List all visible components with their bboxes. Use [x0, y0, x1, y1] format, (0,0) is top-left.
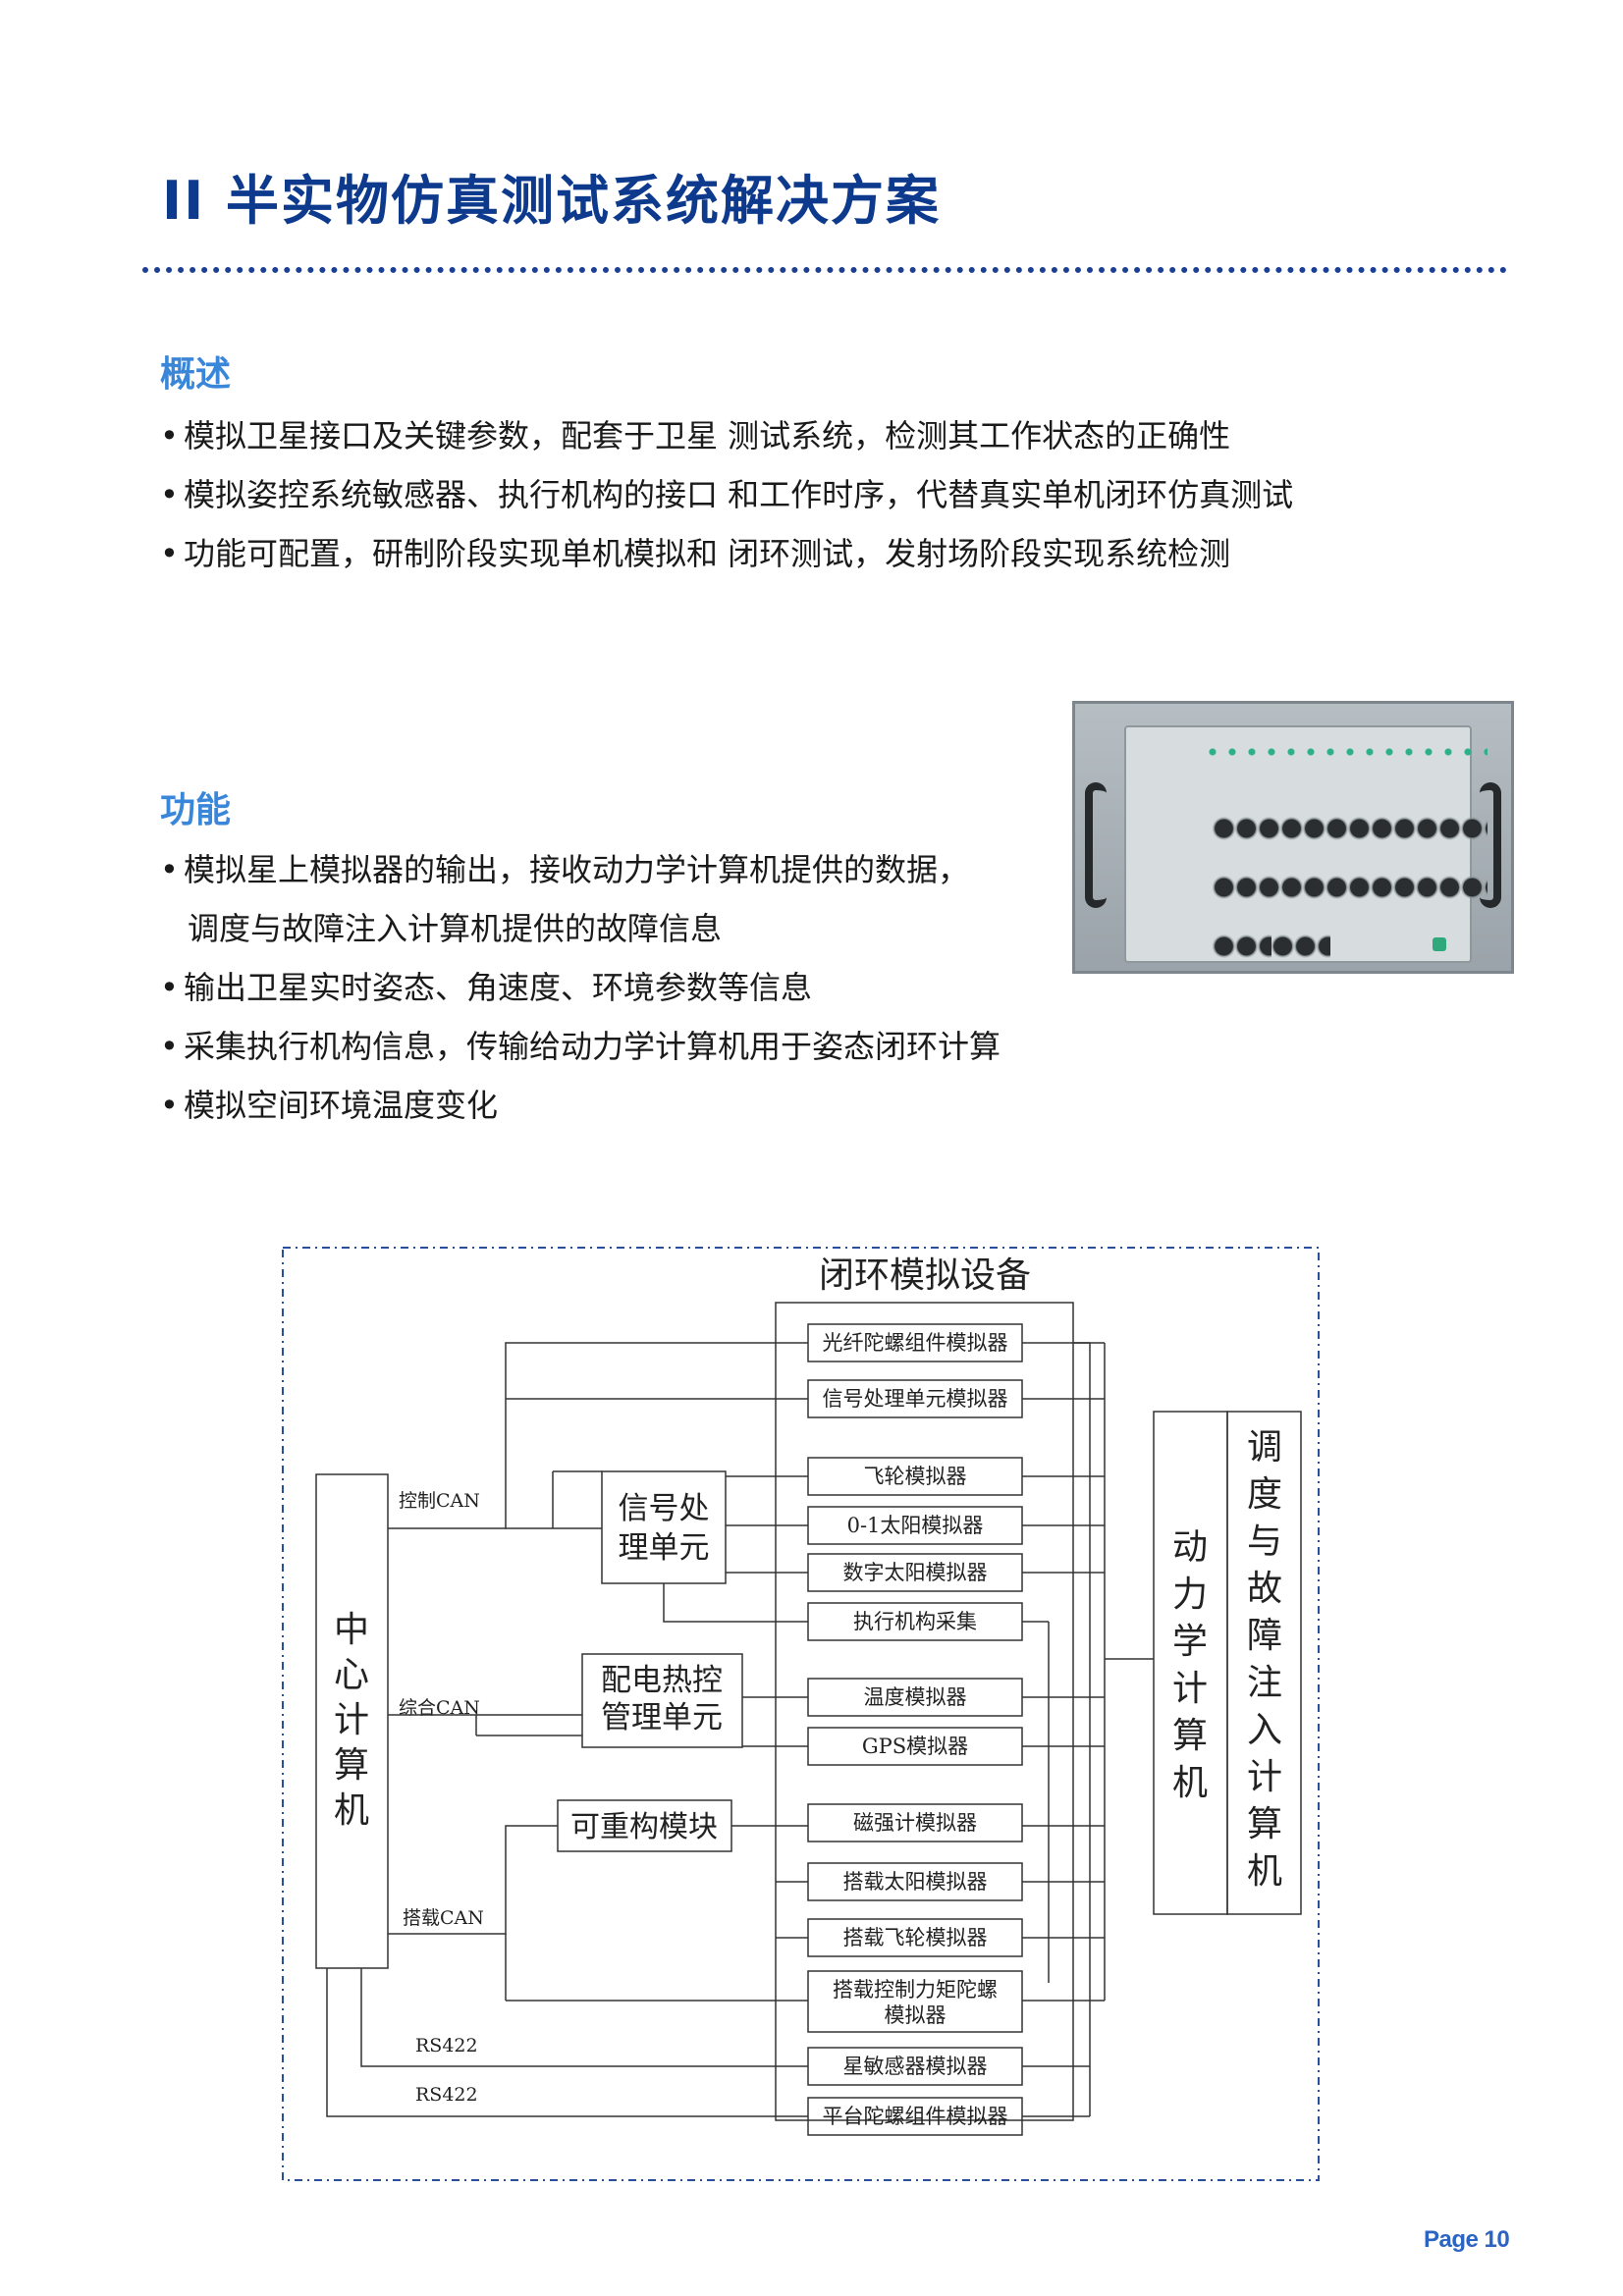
simulator-label: 数字太阳模拟器: [843, 1561, 988, 1584]
page-title: II 半实物仿真测试系统解决方案: [162, 170, 941, 232]
bus-label-control-can: 控制CAN: [399, 1490, 480, 1512]
control-panel-photo: [1072, 701, 1514, 974]
dynamics-computer-label: 算: [1172, 1716, 1208, 1756]
simulator-label: 平台陀螺组件模拟器: [823, 2105, 1008, 2128]
dynamics-computer-box: [1153, 1411, 1228, 1915]
fault-computer-label: 入: [1247, 1710, 1282, 1750]
fault-computer-label: 故: [1247, 1569, 1282, 1609]
connection-lines: [326, 1342, 1154, 2117]
center-computer-box: [315, 1473, 389, 1969]
closed-loop-group-box: [775, 1302, 1074, 2121]
list-item: •采集执行机构信息，传输给动力学计算机用于姿态闭环计算: [160, 1028, 1001, 1065]
fault-computer-label: 计: [1247, 1757, 1282, 1797]
list-item: •功能可配置，研制阶段实现单机模拟和 闭环测试，发射场阶段实现系统检测: [160, 535, 1231, 572]
dynamics-computer-label: 力: [1172, 1575, 1208, 1615]
simulator-label: 执行机构采集: [853, 1610, 977, 1633]
bus-label-payload-can: 搭载CAN: [403, 1907, 484, 1929]
center-computer-label: 心: [334, 1655, 369, 1695]
list-item: •模拟星上模拟器的输出，接收动力学计算机提供的数据，: [160, 851, 970, 888]
fault-computer-label: 注: [1247, 1663, 1282, 1703]
functions-list: •模拟星上模拟器的输出，接收动力学计算机提供的数据， 调度与故障注入计算机提供的…: [160, 840, 1001, 1135]
list-item: •输出卫星实时姿态、角速度、环境参数等信息: [160, 969, 813, 1006]
fault-injection-computer-box: [1226, 1411, 1302, 1915]
fault-computer-label: 调: [1247, 1427, 1282, 1468]
simulator-label: 磁强计模拟器: [853, 1811, 977, 1835]
page-number: Page 10: [1424, 2226, 1510, 2253]
bus-label-rs422-b: RS422: [415, 2084, 478, 2106]
list-item: •模拟卫星接口及关键参数，配套于卫星 测试系统，检测其工作状态的正确性: [160, 417, 1231, 454]
fault-computer-label: 算: [1247, 1804, 1282, 1844]
simulator-label: 温度模拟器: [864, 1685, 967, 1709]
dynamics-computer-label: 动: [1172, 1527, 1208, 1568]
power-unit-label: 配电热控: [601, 1663, 723, 1698]
simulator-label: 搭载控制力矩陀螺: [833, 1978, 998, 2002]
simulator-label: 模拟器: [885, 2003, 947, 2027]
dynamics-computer-label: 学: [1172, 1622, 1208, 1662]
fault-computer-label: 与: [1247, 1522, 1282, 1562]
reconfig-module-label: 可重构模块: [570, 1810, 718, 1844]
fault-computer-label: 机: [1247, 1851, 1282, 1892]
signal-unit-label: 信号处: [619, 1491, 710, 1526]
fault-computer-label: 障: [1247, 1616, 1282, 1656]
dynamics-computer-label: 机: [1172, 1763, 1208, 1803]
dynamics-computer-label: 计: [1172, 1669, 1208, 1709]
list-item: 调度与故障注入计算机提供的故障信息: [188, 910, 723, 947]
title-divider: [142, 267, 1507, 273]
list-item: •模拟空间环境温度变化: [160, 1087, 499, 1124]
functions-heading: 功能: [160, 790, 232, 830]
list-item: •模拟姿控系统敏感器、执行机构的接口 和工作时序，代替真实单机闭环仿真测试: [160, 476, 1294, 513]
center-computer-label: 机: [334, 1790, 369, 1831]
simulator-label: 搭载太阳模拟器: [843, 1870, 988, 1894]
bus-label-rs422-a: RS422: [415, 2035, 478, 2056]
center-computer-label: 中: [334, 1610, 369, 1650]
center-computer-label: 计: [334, 1700, 369, 1740]
simulator-label: 0-1太阳模拟器: [847, 1514, 984, 1537]
signal-processing-unit-box: [601, 1470, 727, 1584]
simulator-label: 光纤陀螺组件模拟器: [823, 1331, 1008, 1355]
simulator-label: 搭载飞轮模拟器: [843, 1926, 988, 1949]
overview-heading: 概述: [160, 354, 232, 395]
group-title: 闭环模拟设备: [819, 1255, 1031, 1296]
fault-computer-label: 度: [1247, 1474, 1282, 1515]
overview-list: •模拟卫星接口及关键参数，配套于卫星 测试系统，检测其工作状态的正确性 •模拟姿…: [160, 406, 1293, 583]
signal-unit-label: 理单元: [619, 1530, 710, 1566]
simulator-label: GPS模拟器: [862, 1735, 968, 1758]
power-thermal-unit-box: [581, 1653, 743, 1748]
simulator-label: 飞轮模拟器: [864, 1465, 967, 1488]
simulator-label: 星敏感器模拟器: [843, 2055, 988, 2078]
bus-label-integrated-can: 综合CAN: [399, 1697, 480, 1719]
simulator-label: 信号处理单元模拟器: [823, 1387, 1008, 1411]
center-computer-label: 算: [334, 1745, 369, 1786]
power-unit-label: 管理单元: [601, 1700, 723, 1735]
